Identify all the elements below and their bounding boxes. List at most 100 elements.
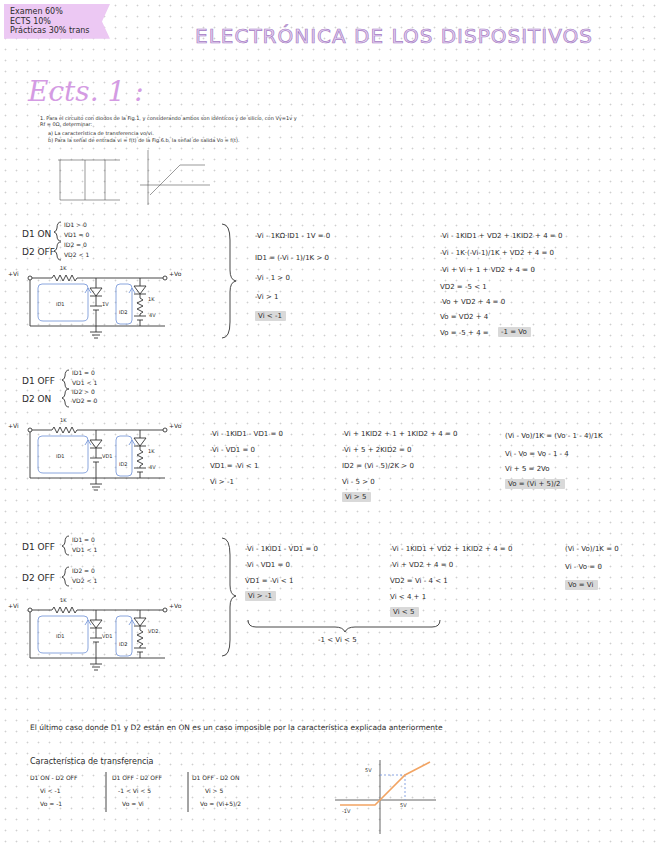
note-text: b) Para la señal de entrada vi = f(t) de… xyxy=(48,138,310,144)
note-text: -Vi - 1KID1 + VD2 + 1KID2 + 4 = 0 xyxy=(440,232,562,240)
note-text: -Vi - 1KID1 - VD1 = 0 xyxy=(245,545,318,553)
note-text: Ects. 1 : xyxy=(28,76,144,108)
note-text: VD2 xyxy=(148,629,158,635)
note-text: -Vo + VD2 + 4 = 0 xyxy=(440,298,505,306)
note-text: Vi - Vo = 0 xyxy=(565,563,602,571)
node-text: Prácticas 30% trans xyxy=(10,26,94,36)
node-text: Vo = Vi xyxy=(568,581,595,589)
note-text: Vi - 5 > 0 xyxy=(342,478,375,486)
node-text: ECTS 10% xyxy=(10,17,94,27)
note-text: VD1 xyxy=(102,454,112,460)
note-text: D1 OFF - D2 OFF xyxy=(112,775,162,782)
note-text: -1 < Vi < 5 xyxy=(318,636,357,644)
note-text: -Vi - 1K·(-Vi-1)/1K + VD2 + 4 = 0 xyxy=(440,249,554,257)
node-text: Vi < -1 xyxy=(258,312,283,320)
note-text: VD1 = -Vi < 1 xyxy=(210,462,258,470)
note-text: -Vi + 5 + 2KID2 = 0 xyxy=(342,446,412,454)
note-text: D1 OFF xyxy=(22,542,55,552)
note-text: El último caso donde D1 y D2 están en ON… xyxy=(30,724,640,733)
note-text: +Vi xyxy=(8,423,19,430)
highlighted-result: -1 = Vo xyxy=(498,327,531,337)
highlighted-result: Vo = Vi xyxy=(565,580,598,590)
note-text: VD2 < 1 xyxy=(64,252,89,259)
highlighted-result: Vi > -1 xyxy=(245,591,276,601)
note-text: D2 ON xyxy=(22,394,51,404)
note-text: VD1 < 1 xyxy=(72,380,97,387)
note-text: Vo = VD2 + 4 xyxy=(440,313,488,321)
note-text: a) La característica de transferencia vo… xyxy=(48,131,310,137)
note-text: 5V xyxy=(400,803,407,809)
note-text: ID1 = 0 xyxy=(72,537,95,544)
note-text: VD2 = -5 < 1 xyxy=(440,283,487,291)
note-text: VD2 = Vi - 4 < 1 xyxy=(390,577,448,585)
note-text: (Vi - Vo)/1K = (Vo - 1 - 4)/1K xyxy=(505,432,603,440)
note-text: Vo = -1 xyxy=(40,801,62,808)
note-text: -Vi + VD2 + 4 = 0 xyxy=(390,561,453,569)
note-text: +Vo xyxy=(169,423,181,430)
note-text: VD2 = 0 xyxy=(72,398,97,405)
note-text: -1V xyxy=(342,809,350,815)
note-text: VD2 < 1 xyxy=(72,578,97,585)
note-text: ID1 xyxy=(56,634,65,640)
note-text: D1 ON xyxy=(22,229,51,239)
note-text: 1K xyxy=(148,449,154,455)
note-text: Vi > -1 xyxy=(210,478,234,486)
grade-ribbon: Examen 60%ECTS 10%Prácticas 30% trans xyxy=(4,4,110,39)
note-text: ID2 xyxy=(119,310,128,316)
note-text: Vo = Vi xyxy=(122,801,144,808)
highlighted-result: Vi < 5 xyxy=(390,607,419,617)
note-text: 1. Para el circuito con diodos de la Fig… xyxy=(40,116,302,128)
note-text: ID1 = 0 xyxy=(72,370,95,377)
note-text: -Vi - 1KΩ·ID1 - 1V = 0 xyxy=(255,232,330,240)
note-text: ID1 = (-Vi - 1)/1K > 0 xyxy=(255,254,329,262)
note-text: ID2 = 0 xyxy=(72,568,95,575)
note-text: 4V xyxy=(149,313,156,319)
note-text: 1K xyxy=(148,297,154,303)
note-text: -Vi - 1KID1 - VD1 = 0 xyxy=(210,430,283,438)
node-text: Vi > -1 xyxy=(248,592,273,600)
note-text: -Vi - VD1 = 0 xyxy=(210,446,255,454)
note-text: D1 ON - D2 OFF xyxy=(30,775,78,782)
note-text: -Vi + Vi + 1 + VD2 + 4 = 0 xyxy=(440,266,535,274)
note-text: D1 OFF - D2 ON xyxy=(192,775,240,782)
note-text: +Vi xyxy=(8,271,19,278)
note-text: Vi + 5 = 2Vo xyxy=(505,465,550,473)
note-text: ID2 = 0 xyxy=(64,242,87,249)
node-text: Examen 60% xyxy=(10,7,94,17)
note-text: Vi < 4 + 1 xyxy=(390,593,426,601)
note-text: -Vi - 1KID1 + VD2 + 1KID2 + 4 = 0 xyxy=(390,545,512,553)
note-text: ID1 xyxy=(56,302,65,308)
note-text: 1K xyxy=(60,266,66,272)
note-text: Vi < -1 xyxy=(40,788,60,795)
note-text: -Vi - VD1 = 0 xyxy=(245,561,290,569)
note-text: VD1 < 1 xyxy=(72,547,97,554)
note-text: Vo = (Vi+5)/2 xyxy=(200,801,241,808)
note-text: D2 OFF xyxy=(22,573,55,583)
note-text: 1K xyxy=(60,418,66,424)
note-text: VD1 xyxy=(102,634,112,640)
node-text: -1 = Vo xyxy=(501,328,528,336)
note-text: ID1 xyxy=(56,454,65,460)
note-text: +Vi xyxy=(8,603,19,610)
note-text: Característica de transferencia xyxy=(30,757,154,766)
note-text: Vi - Vo = Vo - 1 - 4 xyxy=(505,450,569,458)
note-text: D2 OFF xyxy=(22,247,55,257)
note-text: ID1 > 0 xyxy=(64,222,87,229)
note-text: Vo = -5 + 4 = xyxy=(440,329,489,337)
note-text: (Vi - Vo)/1K = 0 xyxy=(565,545,619,553)
node-text: Vo = (Vi + 5)/2 xyxy=(508,480,562,488)
page-title: ELECTRÓNICA DE LOS DISPOSITIVOS xyxy=(195,24,593,48)
note-text: -1 < Vi < 5 xyxy=(118,788,151,795)
note-text: 1K xyxy=(60,598,66,604)
note-text: Vi > 5 xyxy=(205,788,223,795)
highlighted-result: Vi < -1 xyxy=(255,311,286,321)
note-text: ID2 > 0 xyxy=(72,389,95,396)
highlighted-result: Vo = (Vi + 5)/2 xyxy=(505,479,565,489)
note-text: VD1 = 0 xyxy=(64,232,89,239)
note-text: ID2 = (Vi - 5)/2K > 0 xyxy=(342,462,414,470)
note-text: VD1 = -Vi < 1 xyxy=(245,577,293,585)
note-text: -Vi > 1 xyxy=(255,293,278,301)
highlighted-result: Vi > 5 xyxy=(342,492,371,502)
note-text: +Vo xyxy=(169,271,181,278)
